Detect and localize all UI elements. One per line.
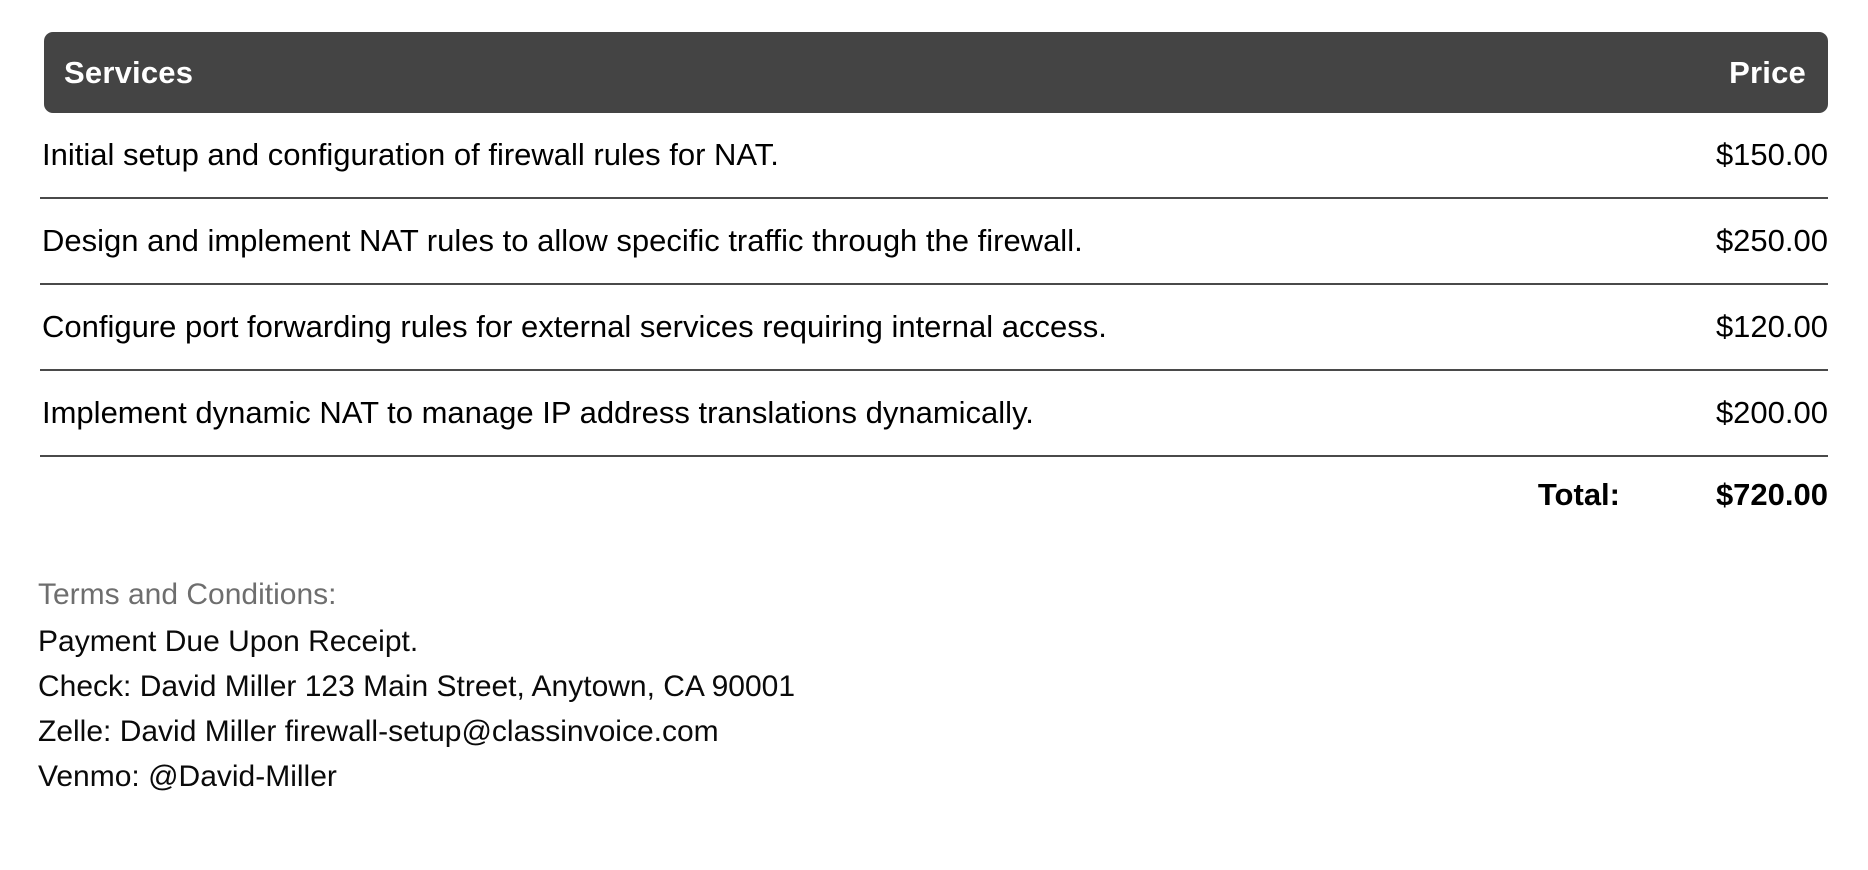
column-header-services: Services [64, 55, 194, 90]
table-row: Configure port forwarding rules for exte… [40, 285, 1828, 371]
line-item-price: $200.00 [1715, 394, 1828, 430]
line-item-price: $120.00 [1715, 308, 1828, 344]
services-table: Services Price Initial setup and configu… [40, 32, 1828, 533]
table-body: Initial setup and configuration of firew… [40, 113, 1828, 533]
line-item-price: $150.00 [1715, 136, 1828, 172]
table-row: Design and implement NAT rules to allow … [40, 199, 1828, 285]
terms-line-payment-due: Payment Due Upon Receipt. [38, 625, 419, 658]
table-row: Initial setup and configuration of firew… [40, 113, 1828, 199]
total-row: Total: $720.00 [40, 457, 1828, 533]
line-item-description: Configure port forwarding rules for exte… [42, 308, 1107, 344]
total-label: Total: [1537, 477, 1620, 512]
terms-line-check: Check: David Miller 123 Main Street, Any… [38, 670, 796, 703]
line-item-price: $250.00 [1715, 222, 1828, 258]
column-header-price: Price [1729, 55, 1806, 90]
total-amount: $720.00 [1715, 477, 1828, 512]
terms-line-venmo: Venmo: @David-Miller [38, 760, 337, 793]
terms-line-zelle: Zelle: David Miller firewall-setup@class… [38, 715, 719, 748]
terms-and-conditions-section: Terms and Conditions: Payment Due Upon R… [38, 580, 1738, 792]
terms-title: Terms and Conditions: [38, 578, 337, 611]
line-item-description: Design and implement NAT rules to allow … [42, 222, 1083, 258]
table-row: Implement dynamic NAT to manage IP addre… [40, 371, 1828, 457]
table-header-row: Services Price [44, 32, 1828, 113]
line-item-description: Initial setup and configuration of firew… [42, 136, 779, 172]
line-item-description: Implement dynamic NAT to manage IP addre… [42, 394, 1034, 430]
